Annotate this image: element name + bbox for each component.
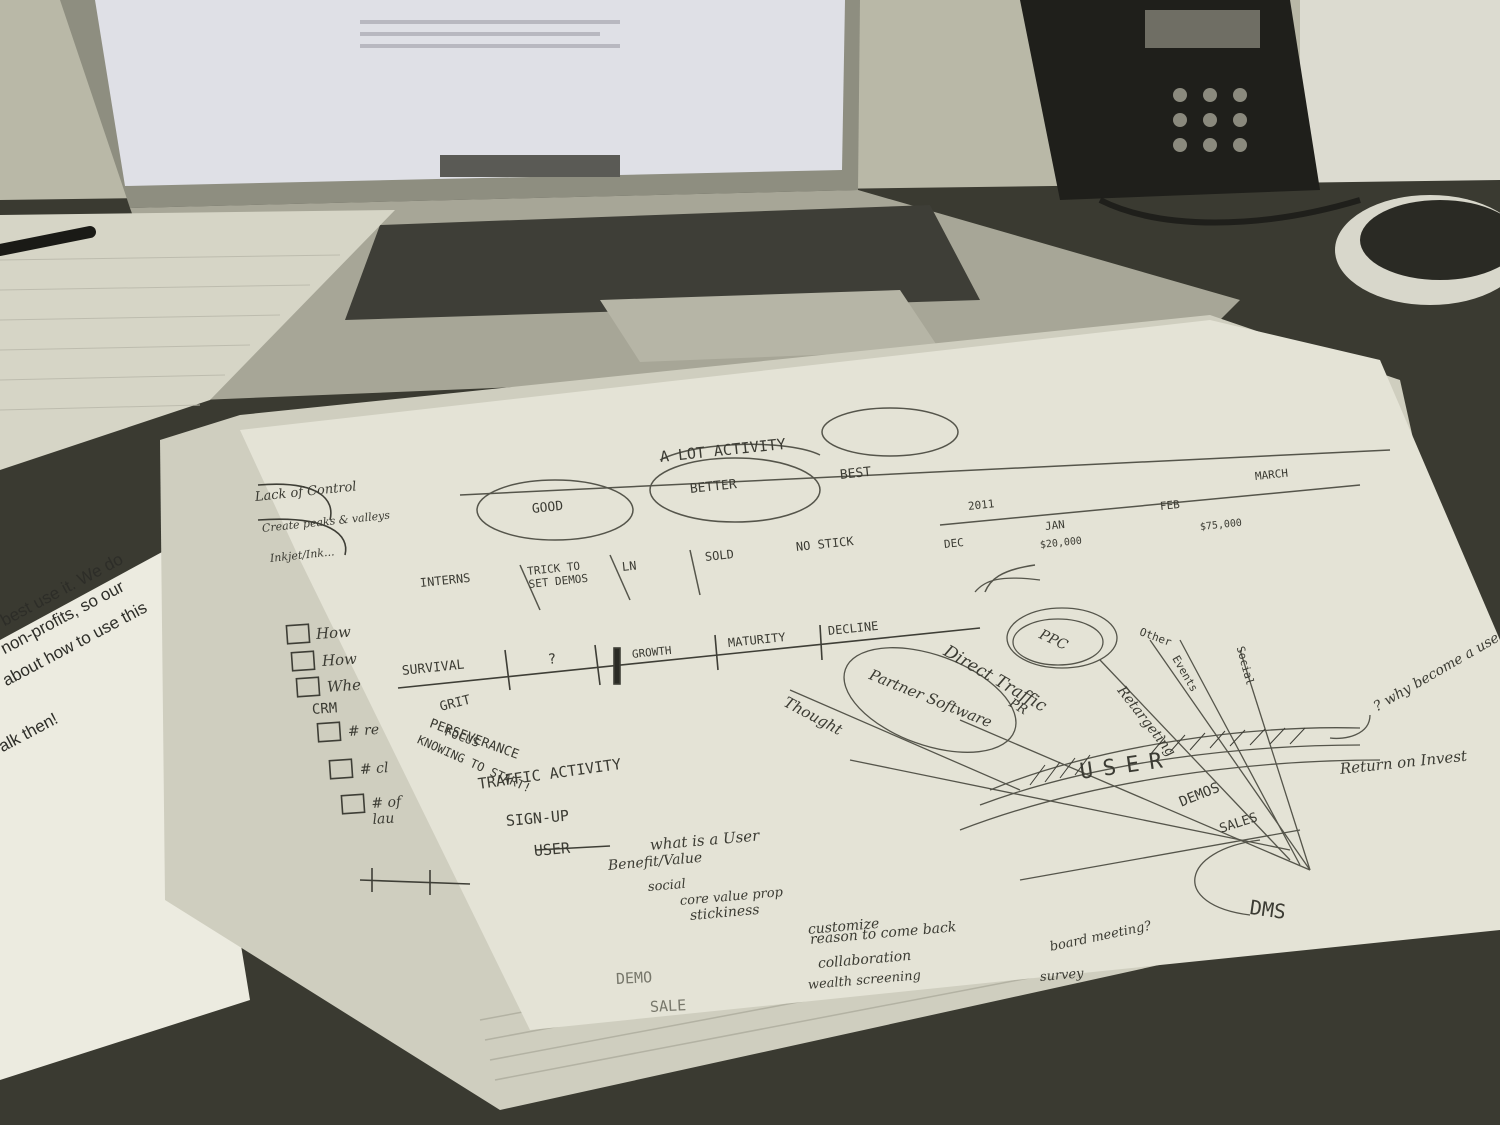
stage-label: SOLD [704, 547, 735, 564]
user-heading: USER [533, 838, 571, 860]
computer-mouse [1360, 200, 1500, 280]
checklist-item: How [321, 649, 358, 670]
phone-body [1020, 0, 1320, 200]
checklist-item: CRM [311, 700, 338, 718]
laptop-trackpad [600, 290, 940, 362]
legal-pad [0, 210, 395, 470]
lifecycle-sketch [397, 624, 981, 691]
top-sheet [240, 320, 1500, 1030]
timeline-label: FEB [1159, 497, 1181, 513]
cycle-sketch [459, 407, 1391, 611]
user-hatch [1029, 727, 1306, 786]
laptop-keyboard [345, 205, 980, 320]
checkboxes [285, 623, 366, 815]
timeline-label: 2011 [967, 497, 996, 513]
checklist-item: # cl [359, 760, 389, 778]
laptop [60, 0, 1240, 400]
timeline-label: DEC [943, 535, 965, 551]
bottom-note: DEMO [615, 968, 653, 988]
checklist-item: # of lau [370, 793, 402, 828]
pen [0, 226, 96, 256]
bottom-note: SALE [649, 996, 687, 1016]
stage-label: LN [621, 558, 638, 574]
lifecycle-label: ? [547, 651, 558, 668]
timeline-label: JAN [1044, 517, 1066, 533]
dock-bar [440, 155, 620, 177]
laptop-screen [95, 0, 845, 186]
checklist-item: # re [347, 721, 380, 740]
phone-display [1145, 10, 1260, 48]
checklist-item: Whe [326, 675, 362, 696]
checklist-item: How [315, 622, 352, 643]
funnel-sketch [789, 577, 1381, 916]
desk-phone [1020, 0, 1361, 226]
funnel-stage: DMS [1248, 895, 1288, 924]
